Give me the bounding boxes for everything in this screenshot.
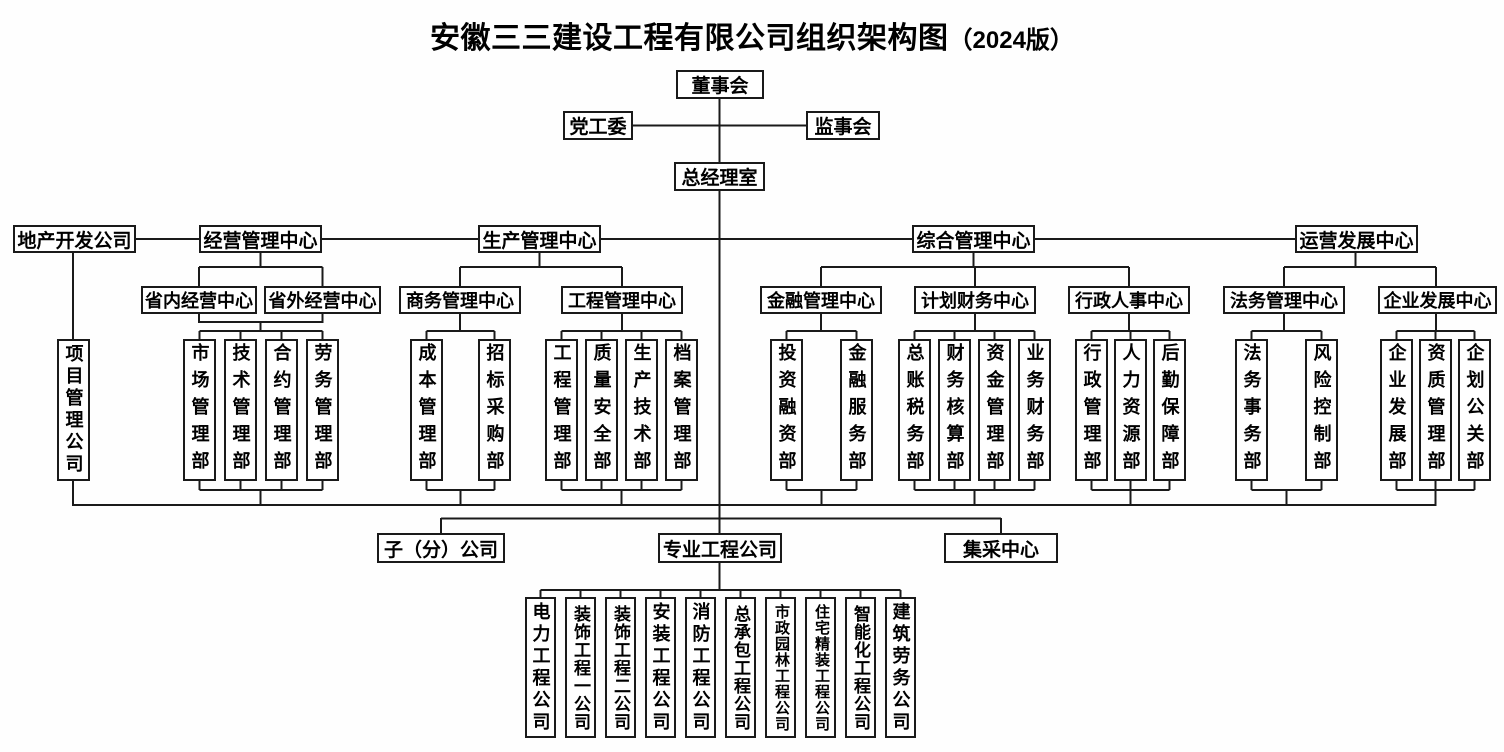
node-general-manager-office: 总经理室 bbox=[674, 162, 765, 191]
node-quality-safety-dept: 质量安全部 bbox=[585, 339, 618, 481]
node-real-estate-dev-company: 地产开发公司 bbox=[13, 225, 136, 253]
node-marketing-dept: 市场管理部 bbox=[183, 339, 216, 481]
node-label: 资金管理部 bbox=[984, 342, 1005, 478]
node-planning-finance-center: 计划财务中心 bbox=[914, 286, 1036, 314]
node-admin-hr-center: 行政人事中心 bbox=[1068, 286, 1190, 314]
node-label: 招标采购部 bbox=[484, 342, 505, 478]
node-comprehensive-mgmt-center: 综合管理中心 bbox=[912, 225, 1035, 253]
node-logistics-support-dept: 后勤保障部 bbox=[1153, 339, 1186, 481]
node-engineering-mgmt-dept: 工程管理部 bbox=[545, 339, 578, 481]
node-financial-accounting-dept: 财务核算部 bbox=[938, 339, 971, 481]
node-supervisory-board: 监事会 bbox=[806, 111, 880, 140]
node-label: 工程管理部 bbox=[551, 342, 572, 478]
node-planning-pr-dept: 企划公关部 bbox=[1458, 339, 1491, 481]
node-label: 劳务管理部 bbox=[312, 342, 333, 478]
node-investment-financing-dept: 投资融资部 bbox=[770, 339, 803, 481]
node-decoration-company-2: 装饰工程二公司 bbox=[605, 597, 636, 738]
node-label: 建筑劳务公司 bbox=[890, 601, 911, 734]
node-project-mgmt-company: 项目管理公司 bbox=[57, 339, 90, 481]
node-technology-dept: 技术管理部 bbox=[224, 339, 257, 481]
node-label: 业务财务部 bbox=[1024, 342, 1045, 478]
node-finance-mgmt-center: 金融管理中心 bbox=[760, 286, 882, 314]
node-contract-dept: 合约管理部 bbox=[265, 339, 298, 481]
node-label: 企业发展部 bbox=[1386, 342, 1407, 478]
node-label: 质量安全部 bbox=[591, 342, 612, 478]
node-intelligent-systems-company: 智能化工程公司 bbox=[845, 597, 876, 738]
node-label: 投资融资部 bbox=[776, 342, 797, 478]
node-centralized-procurement-center: 集采中心 bbox=[944, 533, 1058, 563]
node-business-mgmt-center: 经营管理中心 bbox=[199, 225, 322, 253]
node-label: 行政管理部 bbox=[1081, 342, 1102, 478]
node-label: 风险控制部 bbox=[1311, 342, 1332, 478]
node-label: 法务事务部 bbox=[1241, 342, 1262, 478]
node-label: 项目管理公司 bbox=[63, 344, 84, 476]
node-label: 市场管理部 bbox=[189, 342, 210, 478]
node-outside-province-business-center: 省外经营中心 bbox=[264, 286, 381, 314]
node-label: 财务核算部 bbox=[944, 342, 965, 478]
node-general-contracting-company: 总承包工程公司 bbox=[725, 597, 756, 738]
node-production-tech-dept: 生产技术部 bbox=[625, 339, 658, 481]
node-construction-labor-company: 建筑劳务公司 bbox=[885, 597, 916, 738]
node-commerce-mgmt-center: 商务管理中心 bbox=[399, 286, 521, 314]
node-cost-mgmt-dept: 成本管理部 bbox=[410, 339, 443, 481]
node-admin-mgmt-dept: 行政管理部 bbox=[1075, 339, 1108, 481]
node-municipal-landscape-company: 市政园林工程公司 bbox=[765, 597, 796, 738]
node-board-of-directors: 董事会 bbox=[676, 70, 764, 99]
node-label: 档案管理部 bbox=[671, 342, 692, 478]
node-label: 人力资源部 bbox=[1120, 342, 1141, 478]
node-label: 市政园林工程公司 bbox=[773, 603, 789, 732]
node-electric-power-company: 电力工程公司 bbox=[525, 597, 556, 738]
node-label: 成本管理部 bbox=[416, 342, 437, 478]
node-operation-development-center: 运营发展中心 bbox=[1295, 225, 1418, 253]
node-hr-dept: 人力资源部 bbox=[1114, 339, 1147, 481]
node-provincial-business-center: 省内经营中心 bbox=[141, 286, 257, 314]
node-label: 总承包工程公司 bbox=[731, 604, 750, 731]
node-legal-mgmt-center: 法务管理中心 bbox=[1223, 286, 1345, 314]
node-archives-mgmt-dept: 档案管理部 bbox=[665, 339, 698, 481]
node-production-mgmt-center: 生产管理中心 bbox=[478, 225, 601, 253]
node-legal-affairs-dept: 法务事务部 bbox=[1235, 339, 1268, 481]
node-label: 装饰工程二公司 bbox=[611, 604, 630, 731]
node-specialized-engineering-companies: 专业工程公司 bbox=[658, 533, 782, 563]
node-business-finance-dept: 业务财务部 bbox=[1018, 339, 1051, 481]
node-label: 消防工程公司 bbox=[690, 601, 711, 734]
node-bidding-procurement-dept: 招标采购部 bbox=[478, 339, 511, 481]
node-engineering-mgmt-center: 工程管理中心 bbox=[561, 286, 683, 314]
node-label: 智能化工程公司 bbox=[851, 604, 870, 731]
node-enterprise-dev-center: 企业发展中心 bbox=[1378, 286, 1497, 314]
node-qualification-mgmt-dept: 资质管理部 bbox=[1419, 339, 1452, 481]
node-party-work-committee: 党工委 bbox=[563, 111, 633, 140]
page-title: 安徽三三建设工程有限公司组织架构图（2024版） bbox=[0, 13, 1504, 57]
node-funds-mgmt-dept: 资金管理部 bbox=[978, 339, 1011, 481]
title-text: 安徽三三建设工程有限公司组织架构图 bbox=[430, 22, 949, 55]
node-label: 装饰工程一公司 bbox=[571, 604, 590, 731]
node-label: 合约管理部 bbox=[271, 342, 292, 478]
node-enterprise-development-dept: 企业发展部 bbox=[1380, 339, 1413, 481]
node-financial-services-dept: 金融服务部 bbox=[840, 339, 873, 481]
node-label: 电力工程公司 bbox=[530, 601, 551, 734]
node-general-ledger-tax-dept: 总账税务部 bbox=[898, 339, 931, 481]
node-label: 后勤保障部 bbox=[1159, 342, 1180, 478]
node-label: 资质管理部 bbox=[1425, 342, 1446, 478]
node-installation-company: 安装工程公司 bbox=[645, 597, 676, 738]
node-labor-dept: 劳务管理部 bbox=[306, 339, 339, 481]
node-label: 住宅精装工程公司 bbox=[813, 603, 829, 732]
node-label: 总账税务部 bbox=[904, 342, 925, 478]
node-residential-finishing-company: 住宅精装工程公司 bbox=[805, 597, 836, 738]
title-version-suffix: （2024版） bbox=[948, 27, 1074, 54]
node-decoration-company-1: 装饰工程一公司 bbox=[565, 597, 596, 738]
node-subsidiary-branch-companies: 子（分）公司 bbox=[377, 533, 505, 563]
node-label: 安装工程公司 bbox=[650, 601, 671, 734]
node-risk-control-dept: 风险控制部 bbox=[1305, 339, 1338, 481]
node-fire-protection-company: 消防工程公司 bbox=[685, 597, 716, 738]
node-label: 金融服务部 bbox=[846, 342, 867, 478]
node-label: 技术管理部 bbox=[230, 342, 251, 478]
node-label: 企划公关部 bbox=[1464, 342, 1485, 478]
node-label: 生产技术部 bbox=[631, 342, 652, 478]
